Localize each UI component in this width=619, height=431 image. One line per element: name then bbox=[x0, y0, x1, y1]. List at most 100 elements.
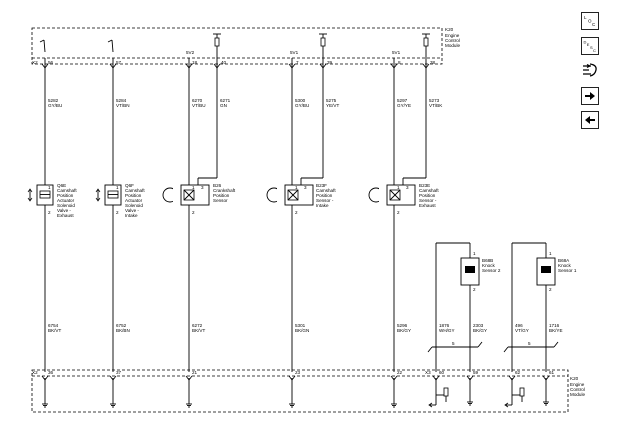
svg-text:BK/VT: BK/VT bbox=[48, 328, 61, 333]
component-b26: 1 3 2 B26 Crankshaft Position Sensor bbox=[162, 183, 236, 215]
description-button[interactable]: D E S C bbox=[581, 37, 599, 55]
svg-text:GY/BU: GY/BU bbox=[295, 103, 309, 108]
svg-text:L: L bbox=[584, 15, 587, 20]
svg-text:Valve -: Valve - bbox=[125, 208, 139, 213]
svg-text:6271: 6271 bbox=[220, 98, 231, 103]
loc-icon: L O C bbox=[584, 15, 596, 27]
svg-text:23: 23 bbox=[295, 370, 301, 375]
component-b68b: 1 2 B68B Knock Sensor 2 bbox=[435, 242, 501, 372]
svg-text:39: 39 bbox=[327, 60, 333, 65]
svg-text:56: 56 bbox=[48, 60, 54, 65]
connector-button[interactable] bbox=[581, 61, 599, 79]
svg-text:Valve -: Valve - bbox=[57, 208, 71, 213]
svg-text:3: 3 bbox=[201, 185, 204, 190]
svg-text:5297: 5297 bbox=[397, 98, 408, 103]
arrow-left-icon bbox=[585, 116, 595, 124]
svg-text:Camshaft: Camshaft bbox=[316, 188, 336, 193]
svg-text:Crankshaft: Crankshaft bbox=[213, 188, 236, 193]
pullup-resistor-1 bbox=[213, 33, 221, 58]
top-module-name-3: Module bbox=[445, 43, 461, 48]
svg-text:59: 59 bbox=[473, 370, 479, 375]
svg-text:O: O bbox=[588, 19, 592, 24]
svg-text:X2: X2 bbox=[32, 370, 38, 375]
svg-text:5300: 5300 bbox=[295, 98, 306, 103]
svg-text:GY/YE: GY/YE bbox=[397, 103, 411, 108]
top-module-ref: K20 bbox=[445, 27, 454, 32]
svg-text:BK/GN: BK/GN bbox=[295, 328, 309, 333]
svg-text:E: E bbox=[587, 42, 590, 47]
supply-label-3: 5V1 bbox=[392, 50, 401, 55]
svg-text:62: 62 bbox=[515, 370, 521, 375]
wires bbox=[44, 58, 427, 372]
next-button[interactable] bbox=[581, 87, 599, 105]
svg-text:VT/BU: VT/BU bbox=[192, 103, 206, 108]
svg-text:VT/BK: VT/BK bbox=[429, 103, 443, 108]
svg-text:Position: Position bbox=[57, 193, 74, 198]
svg-text:1876: 1876 bbox=[439, 323, 450, 328]
component-b68a: 1 2 B68A Knock Sensor 1 bbox=[511, 242, 577, 372]
svg-text:36: 36 bbox=[48, 370, 54, 375]
svg-text:B68B: B68B bbox=[482, 258, 493, 263]
component-q6f: 1 2 Q6F Camshaft Position Actuator Solen… bbox=[95, 183, 145, 218]
svg-text:WH/GY: WH/GY bbox=[439, 328, 455, 333]
location-button[interactable]: L O C bbox=[581, 12, 599, 30]
svg-text:Module: Module bbox=[570, 392, 586, 397]
svg-text:18: 18 bbox=[192, 60, 198, 65]
svg-text:BK/YE: BK/YE bbox=[549, 328, 563, 333]
svg-text:K20: K20 bbox=[570, 376, 579, 381]
svg-text:GN: GN bbox=[220, 103, 227, 108]
svg-text:2: 2 bbox=[192, 210, 195, 215]
svg-text:X3: X3 bbox=[425, 370, 431, 375]
svg-text:5296: 5296 bbox=[397, 323, 408, 328]
svg-text:Exhaust: Exhaust bbox=[57, 213, 74, 218]
svg-text:1: 1 bbox=[397, 185, 400, 190]
svg-text:6270: 6270 bbox=[192, 98, 203, 103]
svg-text:22: 22 bbox=[397, 370, 403, 375]
svg-text:VT/BN: VT/BN bbox=[116, 103, 130, 108]
svg-text:1: 1 bbox=[473, 251, 476, 256]
svg-text:S: S bbox=[590, 45, 593, 50]
svg-text:21: 21 bbox=[192, 370, 198, 375]
svg-text:Intake: Intake bbox=[316, 203, 329, 208]
svg-text:2: 2 bbox=[48, 210, 51, 215]
pullup-resistor-2 bbox=[319, 33, 327, 58]
wire-labels-top: 5282 GY/BU 5284 VT/BN 6270 VT/BU 6271 GN… bbox=[48, 98, 443, 108]
svg-text:Engine: Engine bbox=[570, 382, 585, 387]
svg-text:5: 5 bbox=[452, 341, 455, 346]
svg-text:C: C bbox=[593, 48, 596, 53]
svg-text:3: 3 bbox=[406, 185, 409, 190]
svg-text:496: 496 bbox=[515, 323, 523, 328]
svg-text:Actuator: Actuator bbox=[125, 198, 143, 203]
svg-text:GY/BU: GY/BU bbox=[48, 103, 62, 108]
svg-text:Camshaft: Camshaft bbox=[125, 188, 145, 193]
previous-button[interactable] bbox=[581, 111, 599, 129]
svg-text:Sensor -: Sensor - bbox=[316, 198, 334, 203]
svg-text:2303: 2303 bbox=[473, 323, 484, 328]
svg-text:Position: Position bbox=[125, 193, 142, 198]
svg-text:BK/BN: BK/BN bbox=[116, 328, 130, 333]
svg-text:5: 5 bbox=[528, 341, 531, 346]
svg-text:B23F: B23F bbox=[316, 183, 327, 188]
svg-text:8: 8 bbox=[398, 60, 401, 65]
svg-text:Q6E: Q6E bbox=[57, 183, 66, 188]
svg-text:Position: Position bbox=[316, 193, 333, 198]
svg-text:2: 2 bbox=[549, 287, 552, 292]
svg-text:Sensor: Sensor bbox=[213, 198, 228, 203]
svg-text:2: 2 bbox=[295, 210, 298, 215]
svg-text:B26: B26 bbox=[213, 183, 222, 188]
svg-text:D: D bbox=[584, 40, 587, 45]
svg-text:B23E: B23E bbox=[419, 183, 430, 188]
svg-text:Position: Position bbox=[213, 193, 230, 198]
twisted-pair-2: 5 bbox=[427, 341, 483, 353]
svg-text:37: 37 bbox=[116, 370, 122, 375]
wire-labels-bottom: 6754 BK/VT 6752 BK/BN 6272 BK/VT 5301 BK… bbox=[48, 323, 563, 333]
svg-text:Sensor 2: Sensor 2 bbox=[482, 268, 501, 273]
svg-text:Camshaft: Camshaft bbox=[57, 188, 77, 193]
svg-text:Q6F: Q6F bbox=[125, 183, 134, 188]
svg-text:61: 61 bbox=[549, 370, 555, 375]
svg-text:6754: 6754 bbox=[48, 323, 59, 328]
pullup-resistor-3 bbox=[422, 33, 430, 58]
supply-label-1: 5V2 bbox=[186, 50, 195, 55]
top-module: K20 Engine Control Module X2 bbox=[31, 27, 461, 65]
